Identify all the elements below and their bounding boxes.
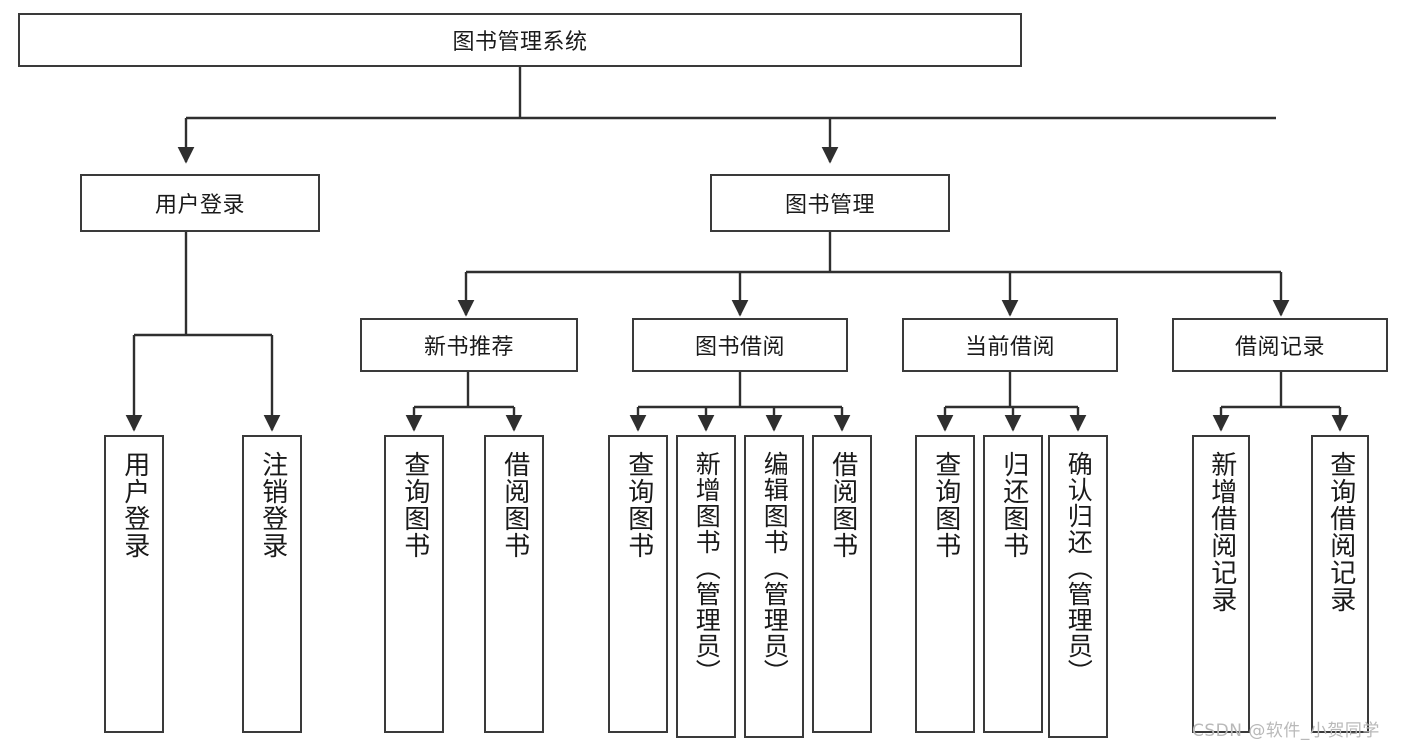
node-label: 图书管理系统 (452, 30, 588, 55)
node-label: 注销登录 (257, 451, 288, 559)
node-label: 查询图书 (623, 451, 654, 559)
node-label: 查询图书 (930, 451, 961, 559)
leaf-add-record[interactable]: 新增借阅记录 (1192, 435, 1250, 733)
watermark-text: CSDN @软件_小贺同学 (1192, 721, 1380, 741)
leaf-query-record[interactable]: 查询借阅记录 (1311, 435, 1369, 733)
node-label: 借阅记录 (1234, 335, 1325, 360)
node-new-book-recommend[interactable]: 新书推荐 (360, 318, 578, 372)
node-label: 用户登录 (119, 451, 150, 559)
node-label: 新增借阅记录 (1206, 451, 1237, 613)
leaf-add-book[interactable]: 新增图书（管理员） (676, 435, 736, 738)
leaf-query-book-3[interactable]: 查询图书 (915, 435, 975, 733)
node-book-borrow[interactable]: 图书借阅 (632, 318, 848, 372)
leaf-query-book-1[interactable]: 查询图书 (384, 435, 444, 733)
node-book-manage[interactable]: 图书管理 (710, 174, 950, 232)
node-label: 新书推荐 (423, 335, 514, 360)
node-user-login[interactable]: 用户登录 (80, 174, 320, 232)
node-label: 当前借阅 (964, 335, 1055, 360)
node-label: 编辑图书（管理员） (760, 451, 790, 685)
node-label: 新增图书（管理员） (692, 451, 722, 685)
node-label: 借阅图书 (827, 451, 858, 559)
leaf-return-book[interactable]: 归还图书 (983, 435, 1043, 733)
node-root-system[interactable]: 图书管理系统 (18, 13, 1022, 67)
leaf-confirm-return[interactable]: 确认归还（管理员） (1048, 435, 1108, 738)
node-label: 归还图书 (998, 451, 1029, 559)
node-label: 借阅图书 (499, 451, 530, 559)
leaf-logout-login[interactable]: 注销登录 (242, 435, 302, 733)
leaf-edit-book[interactable]: 编辑图书（管理员） (744, 435, 804, 738)
leaf-borrow-book-1[interactable]: 借阅图书 (484, 435, 544, 733)
csdn-watermark: CSDN @软件_小贺同学 (1192, 716, 1380, 741)
node-label: 图书借阅 (694, 335, 785, 360)
node-label: 确认归还（管理员） (1064, 451, 1094, 685)
leaf-user-login[interactable]: 用户登录 (104, 435, 164, 733)
node-label: 查询借阅记录 (1325, 451, 1356, 613)
node-current-borrow[interactable]: 当前借阅 (902, 318, 1118, 372)
node-label: 图书管理 (784, 193, 875, 218)
node-label: 查询图书 (399, 451, 430, 559)
node-borrow-record[interactable]: 借阅记录 (1172, 318, 1388, 372)
node-label: 用户登录 (154, 193, 245, 218)
leaf-query-book-2[interactable]: 查询图书 (608, 435, 668, 733)
leaf-borrow-book-2[interactable]: 借阅图书 (812, 435, 872, 733)
